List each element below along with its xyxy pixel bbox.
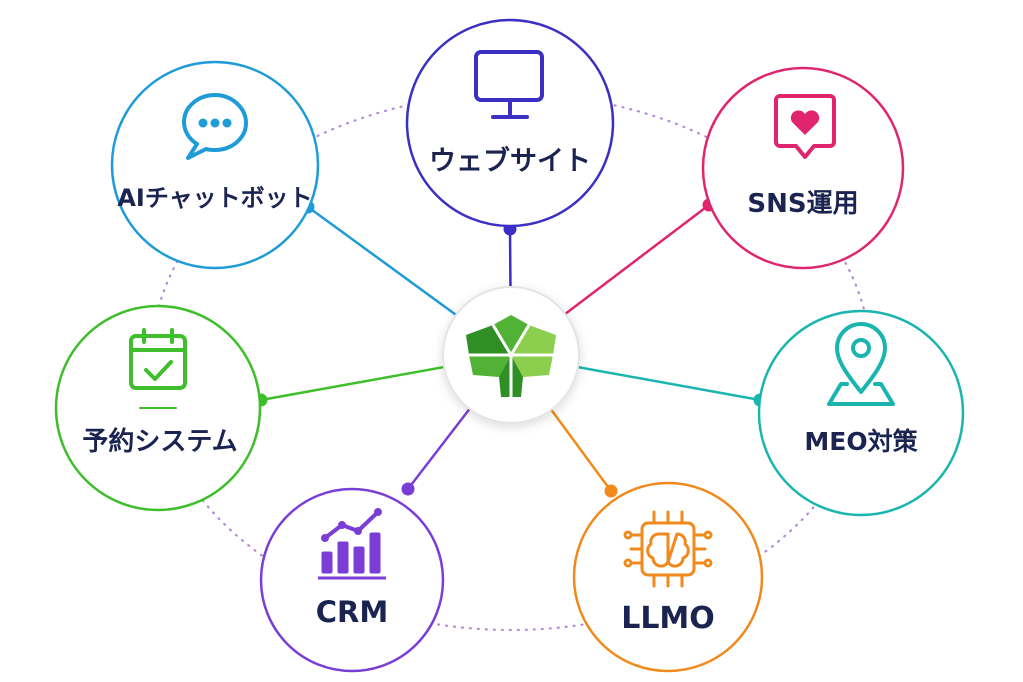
node-label-llmo: LLMO [621, 601, 715, 636]
node-reservation: 予約システム [54, 304, 262, 512]
node-label-meo: MEO対策 [804, 427, 918, 456]
chat-bubble-icon [182, 93, 248, 160]
connector-dot-crm [401, 482, 415, 496]
heart-chat-icon [774, 94, 836, 159]
node-label-sns: SNS運用 [747, 189, 858, 219]
clover-logo [466, 315, 556, 397]
node-chatbot: AIチャットボット [110, 60, 320, 270]
calendar-check-icon [129, 328, 187, 409]
node-label-reservation: 予約システム [82, 426, 237, 457]
node-website: ウェブサイト [405, 18, 615, 228]
node-sns: SNS運用 [701, 66, 905, 270]
node-llmo: LLMO [572, 481, 764, 673]
node-meo: MEO対策 [757, 309, 965, 517]
node-label-chatbot: AIチャットボット [117, 184, 312, 212]
node-label-crm: CRM [316, 595, 388, 629]
center-hub [442, 286, 580, 424]
ai-brain-chip-icon [623, 510, 713, 588]
map-pin-icon [827, 322, 895, 406]
bar-chart-trend-icon [318, 508, 386, 580]
node-crm: CRM [259, 487, 445, 673]
node-label-website: ウェブサイト [429, 145, 591, 177]
monitor-icon [474, 50, 544, 119]
connector-dot-llmo [604, 484, 618, 498]
